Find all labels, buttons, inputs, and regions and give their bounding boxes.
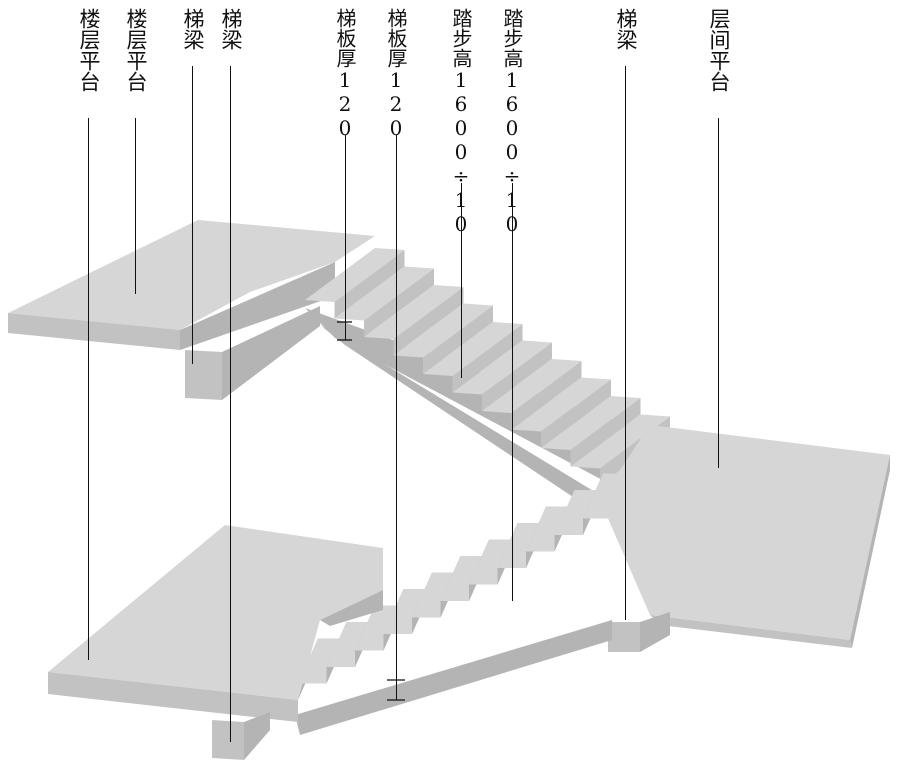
label-slab-thickness-b: 梯板厚120 [384, 8, 408, 140]
upper-step-riser [334, 250, 405, 319]
label-step-height-b: 踏步高1600÷10 [500, 8, 524, 236]
upper-step-tread [334, 266, 434, 321]
label-stair-beam-c: 梯梁 [614, 8, 638, 50]
lower-step-tread [583, 473, 632, 519]
upper-floor-landing [8, 220, 375, 400]
leader-slab-thickness-b [396, 135, 398, 700]
leader-stair-beam-a [192, 66, 194, 364]
upper-step-tread [511, 377, 611, 432]
upper-step-tread [305, 248, 405, 302]
label-stair-beam-a: 梯梁 [181, 8, 205, 50]
upper-step-riser [423, 305, 493, 374]
label-floor-landing-b: 楼层平台 [124, 8, 148, 92]
mid-landing-slab [600, 425, 890, 652]
leader-slab-thickness-a [345, 135, 347, 340]
leader-step-height-b [512, 183, 514, 601]
leader-stair-beam-b [230, 66, 232, 742]
upper-step-tread [393, 303, 493, 358]
lower-stair-flight [295, 620, 612, 735]
leader-stair-beam-c [625, 66, 627, 620]
upper-step-riser [570, 398, 641, 467]
upper-step-riser [452, 324, 523, 393]
upper-step-tread [570, 414, 670, 469]
upper-step-tread [541, 396, 641, 450]
upper-step-tread [423, 322, 523, 376]
label-slab-thickness-a: 梯板厚120 [333, 8, 357, 140]
upper-step-tread [482, 359, 582, 413]
leader-step-height-a [461, 183, 463, 378]
label-mid-landing: 层间平台 [707, 8, 731, 92]
upper-step-tread [364, 285, 464, 339]
lower-steps [298, 473, 632, 700]
lower-floor-landing [48, 525, 383, 760]
label-floor-landing-a: 楼层平台 [77, 8, 101, 92]
upper-step-riser [393, 287, 464, 356]
leader-mid-landing [718, 118, 720, 468]
leader-floor-landing-b [135, 118, 137, 294]
upper-step-riser [482, 342, 552, 411]
label-stair-beam-b: 梯梁 [219, 8, 243, 50]
upper-step-riser [511, 361, 582, 430]
upper-stair-flight [305, 308, 640, 515]
upper-step-riser [364, 268, 434, 337]
label-step-height-a: 踏步高1600÷10 [449, 8, 473, 236]
upper-step-riser [541, 379, 611, 448]
upper-step-tread [452, 340, 552, 395]
leader-floor-landing-a [88, 118, 90, 660]
